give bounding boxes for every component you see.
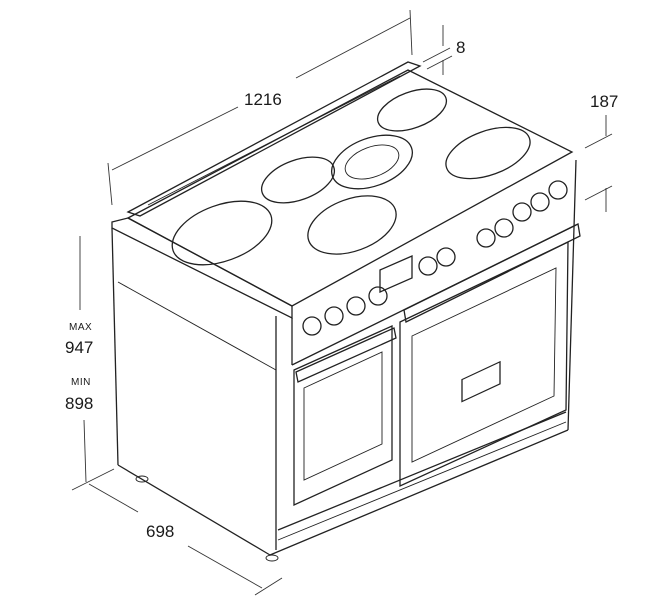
backguard-thickness-label: 8 — [456, 38, 466, 57]
burner-back-right — [376, 88, 448, 132]
burner-front-center — [307, 195, 397, 255]
height-min-label: 898 — [65, 394, 94, 413]
backguard-height-label: 187 — [590, 92, 619, 111]
range-body — [111, 61, 581, 556]
backguard-height-dimension — [584, 115, 613, 212]
width-label: 1216 — [244, 90, 282, 109]
depth-label: 698 — [146, 522, 175, 541]
burner-back-left — [260, 156, 336, 204]
foot — [265, 554, 279, 562]
cooktop-burners — [171, 88, 531, 266]
depth-dimension-line — [88, 483, 283, 596]
height-dimension-line — [71, 236, 115, 491]
burner-front-right — [445, 126, 531, 180]
backguard-thickness-dimension — [422, 25, 453, 75]
height-max-label: 947 — [65, 338, 94, 357]
burner-center-inner — [344, 144, 400, 180]
burner-center-outer — [331, 134, 413, 190]
foot — [135, 475, 149, 483]
width-dimension-line — [107, 9, 413, 206]
height-max-caption: MAX — [69, 322, 93, 333]
control-knobs — [302, 180, 568, 336]
height-min-caption: MIN — [71, 377, 91, 388]
burner-front-left — [171, 200, 273, 266]
